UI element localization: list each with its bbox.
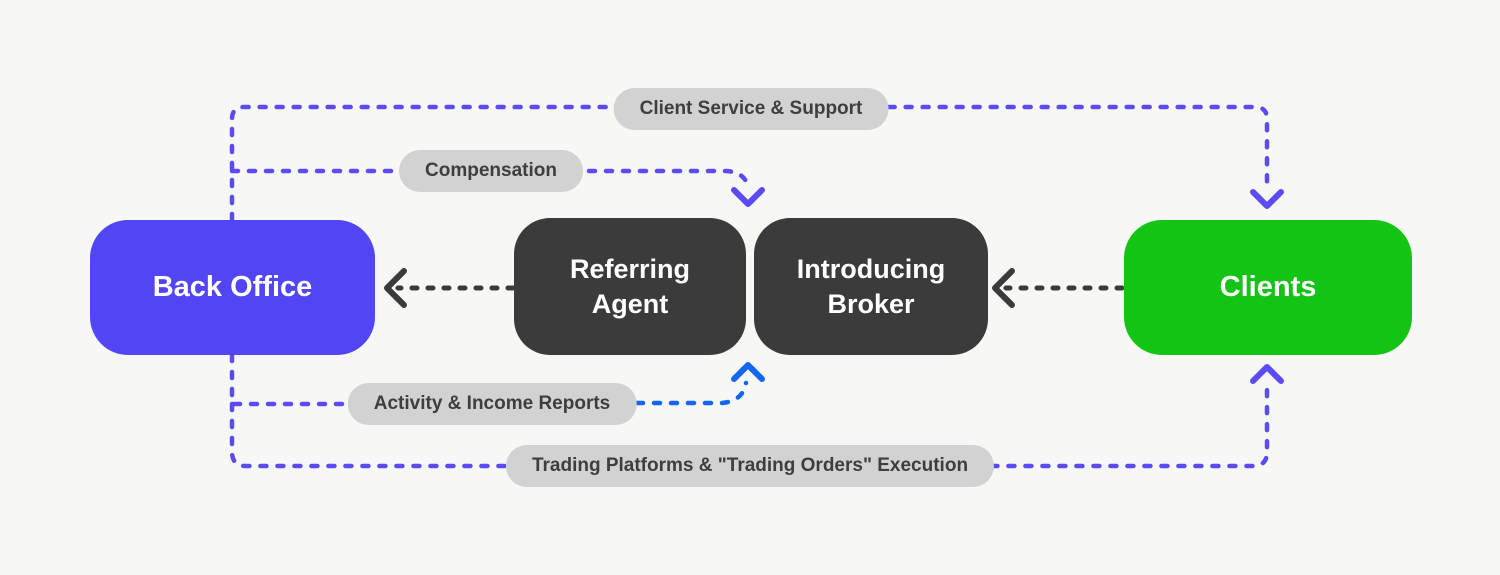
edge-activity-reports-right-line bbox=[634, 380, 749, 406]
arrow-up-into-clients-icon bbox=[1250, 364, 1284, 384]
arrow-left-into-backoffice-icon bbox=[384, 268, 407, 308]
node-introducing-broker: Introducing Broker bbox=[754, 218, 988, 355]
node-referring-agent: Referring Agent bbox=[514, 218, 746, 355]
edge-label-client-service: Client Service & Support bbox=[613, 88, 889, 130]
edge-trading-platforms bbox=[229, 364, 1284, 469]
edge-client-service bbox=[229, 104, 1284, 223]
edge-agent-to-backoffice bbox=[384, 268, 516, 308]
edge-client-service-line bbox=[229, 104, 1270, 223]
edge-compensation bbox=[229, 168, 765, 207]
node-back-office: Back Office bbox=[90, 220, 375, 355]
edge-compensation-line bbox=[229, 168, 751, 192]
arrow-up-into-broker-icon bbox=[731, 362, 765, 382]
edge-activity-reports-left-line bbox=[229, 352, 371, 407]
edge-label-activity-reports: Activity & Income Reports bbox=[347, 383, 637, 425]
node-clients: Clients bbox=[1124, 220, 1412, 355]
arrow-down-into-agents-icon bbox=[731, 187, 765, 207]
edge-clients-to-broker bbox=[992, 268, 1125, 308]
edge-label-trading-platforms: Trading Platforms & "Trading Orders" Exe… bbox=[505, 445, 995, 487]
arrow-left-into-broker-icon bbox=[992, 268, 1015, 308]
arrow-down-into-clients-icon bbox=[1250, 189, 1284, 209]
edge-trading-platforms-line bbox=[229, 379, 1270, 469]
edge-label-compensation: Compensation bbox=[399, 150, 583, 192]
